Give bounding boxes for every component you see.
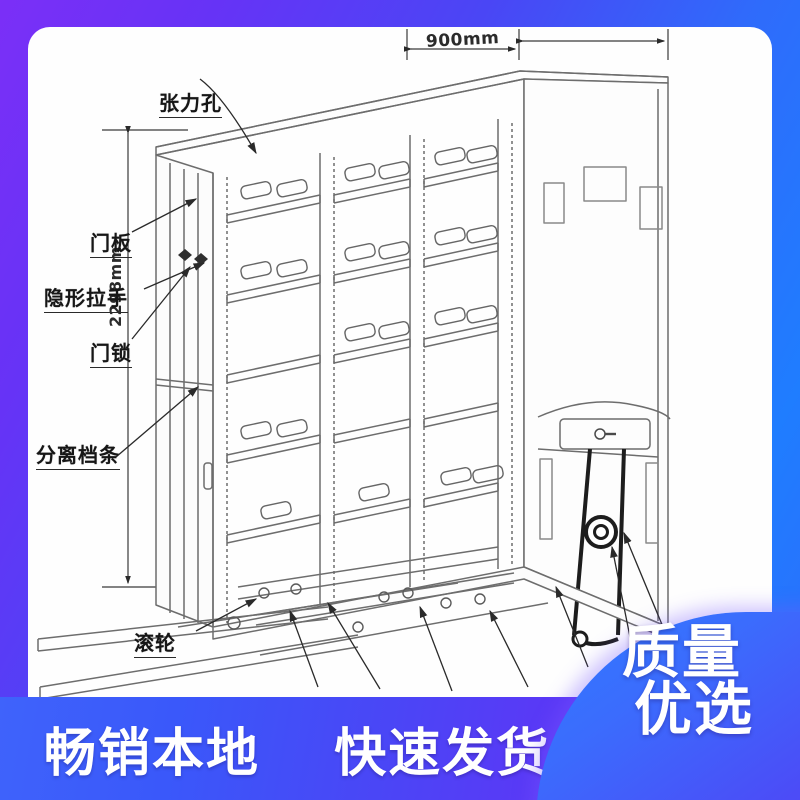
- technical-drawing-card: 900mm 2298mm 张力孔 门板 隐形拉手 门锁 分离档条 滚轮: [28, 27, 772, 697]
- callout-roller: 滚轮: [134, 627, 176, 658]
- quality-badge-line-1: 质量: [622, 618, 743, 686]
- callout-door-lock: 门锁: [90, 337, 132, 368]
- promo-band-text: 畅销本地 快速发货: [44, 711, 550, 786]
- callout-separator-bar: 分离档条: [36, 439, 120, 470]
- width-dimension-label: 900mm: [425, 28, 500, 52]
- promo-band-line-a: 畅销本地: [44, 724, 261, 784]
- shelving-cabinet-diagram: [28, 27, 772, 697]
- callout-door-panel: 门板: [90, 227, 132, 258]
- quality-badge-line-2: 优选: [634, 674, 755, 743]
- callout-tension-hole: 张力孔: [159, 87, 222, 118]
- quality-badge-text: 质量 优选: [622, 618, 800, 743]
- callout-hidden-handle: 隐形拉手: [44, 282, 128, 313]
- promo-band-line-b: 快速发货: [334, 724, 551, 784]
